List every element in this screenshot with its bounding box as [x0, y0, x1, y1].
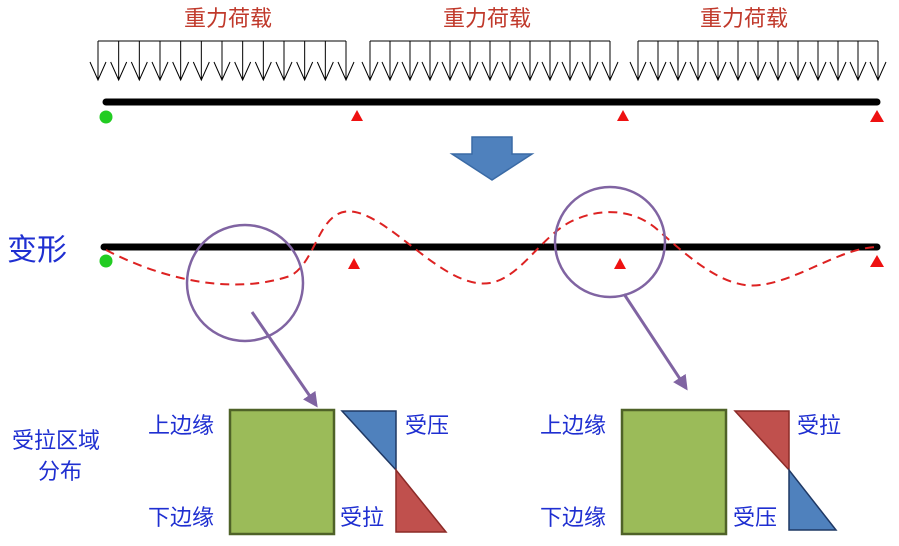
load-arrow — [254, 41, 272, 82]
right-tension-triangle — [733, 410, 790, 472]
right-compression-triangle — [788, 467, 838, 531]
load-arrow — [213, 41, 231, 82]
load-arrow — [669, 41, 687, 82]
right-beam-section — [620, 408, 728, 536]
bottom-roller-support-1 — [348, 258, 360, 269]
left-top-edge-label: 上边缘 — [148, 414, 215, 439]
load-group-3 — [629, 40, 887, 82]
load-arrow — [729, 41, 747, 82]
left-bottom-stress-label: 受拉 — [340, 506, 385, 531]
left-beam-section — [228, 408, 336, 536]
load-arrow — [275, 41, 293, 82]
load-arrow — [501, 41, 519, 82]
load-arrow — [361, 41, 379, 82]
load-arrow — [809, 41, 827, 82]
load-arrow — [130, 41, 148, 82]
left-top-stress-label: 受压 — [405, 414, 450, 439]
left-span-highlight-circle — [185, 223, 305, 343]
load-arrow — [601, 41, 619, 82]
load-arrow — [461, 41, 479, 82]
load-arrow — [689, 41, 707, 82]
load-label-1: 重力荷载 — [184, 7, 273, 32]
load-arrow — [172, 41, 190, 82]
load-group-2 — [361, 40, 619, 82]
load-arrow — [869, 41, 887, 82]
load-label-3: 重力荷载 — [700, 7, 789, 32]
load-arrow — [337, 41, 355, 82]
gravity-load-arrows — [89, 40, 887, 82]
load-arrow — [709, 41, 727, 82]
load-label-2: 重力荷载 — [443, 7, 532, 32]
load-arrow — [521, 41, 539, 82]
transition-down-arrow — [449, 136, 535, 181]
load-group-1 — [89, 40, 355, 82]
left-tension-triangle — [395, 467, 448, 533]
load-arrow — [749, 41, 767, 82]
right-top-stress-label: 受拉 — [797, 414, 842, 439]
left-compression-triangle — [340, 410, 397, 472]
load-arrow — [541, 41, 559, 82]
load-arrow — [192, 41, 210, 82]
load-arrow — [421, 41, 439, 82]
right-pointer-arrow — [622, 293, 688, 391]
load-arrow — [849, 41, 867, 82]
top-pin-support — [99, 110, 113, 124]
load-arrow — [151, 41, 169, 82]
load-arrow — [381, 41, 399, 82]
load-arrow — [234, 41, 252, 82]
top-roller-support-1 — [351, 110, 363, 121]
load-arrow — [561, 41, 579, 82]
load-arrow — [401, 41, 419, 82]
load-arrow — [829, 41, 847, 82]
tension-zone-label-line2: 分布 — [38, 460, 83, 485]
top-roller-support-2 — [617, 110, 629, 121]
left-pointer-arrow — [250, 311, 318, 408]
load-arrow — [789, 41, 807, 82]
load-arrow — [769, 41, 787, 82]
load-arrow — [89, 41, 107, 82]
load-arrow — [649, 41, 667, 82]
load-arrow — [441, 41, 459, 82]
load-arrow — [316, 41, 334, 82]
load-arrow — [629, 41, 647, 82]
load-arrow — [481, 41, 499, 82]
tension-zone-label-line1: 受拉区域 — [12, 429, 101, 454]
right-top-edge-label: 上边缘 — [540, 414, 607, 439]
deform-label: 变形 — [7, 233, 67, 268]
load-arrow — [110, 41, 128, 82]
bottom-pin-support — [99, 254, 113, 268]
left-bottom-edge-label: 下边缘 — [148, 506, 215, 531]
bottom-roller-support-3 — [870, 255, 884, 267]
right-bottom-edge-label: 下边缘 — [540, 506, 607, 531]
bottom-roller-support-2 — [614, 258, 626, 269]
top-roller-support-3 — [870, 110, 884, 122]
right-bottom-stress-label: 受压 — [733, 506, 778, 531]
deflection-curve — [105, 210, 878, 287]
load-arrow — [581, 41, 599, 82]
load-arrow — [296, 41, 314, 82]
right-support-highlight-circle — [553, 185, 667, 299]
